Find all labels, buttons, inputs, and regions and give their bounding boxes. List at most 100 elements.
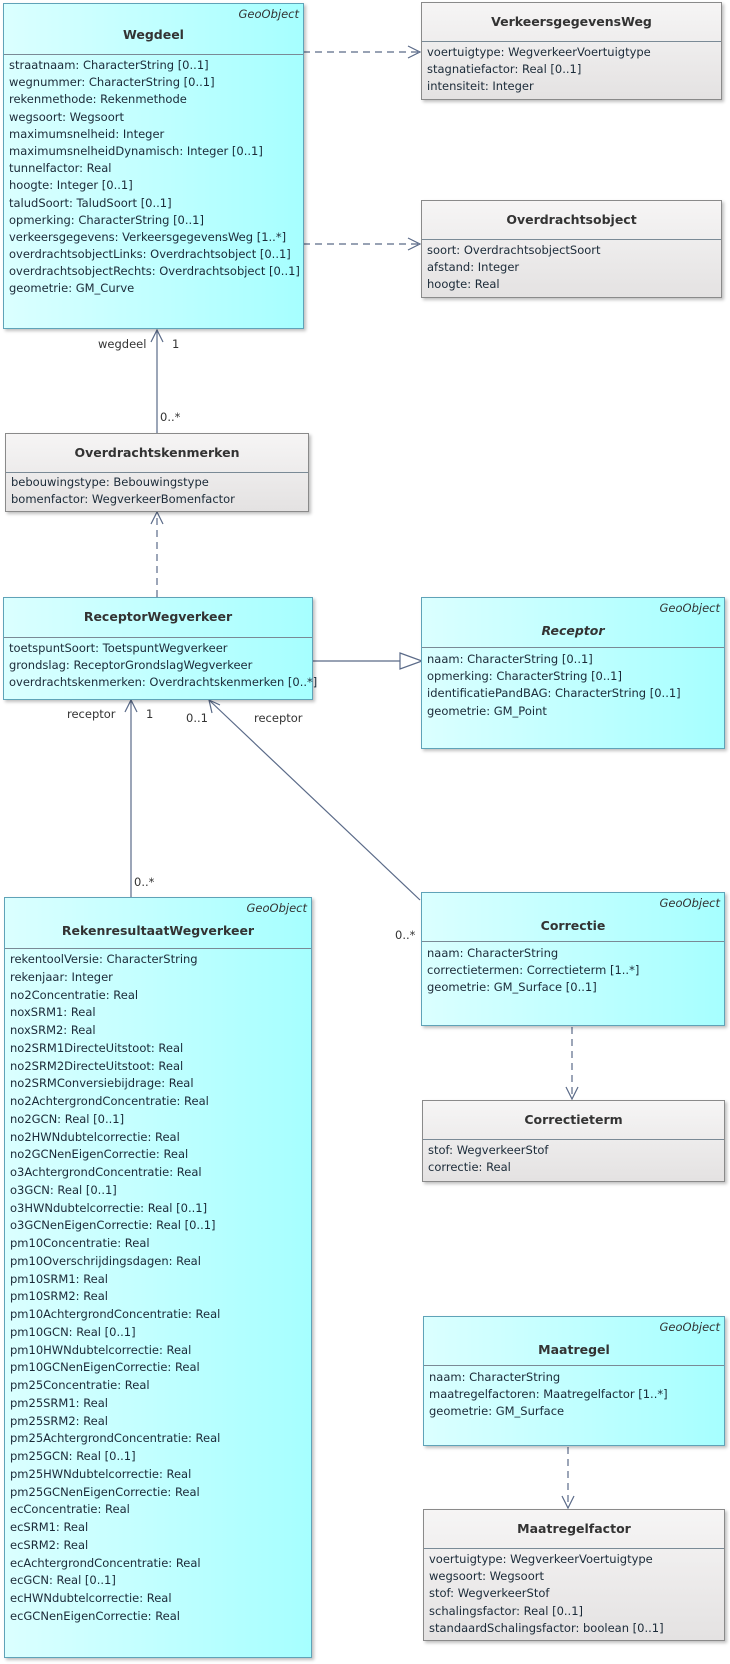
attribute: toetspuntSoort: ToetspuntWegverkeer xyxy=(9,641,228,655)
attribute: correctie: Real xyxy=(428,1160,511,1175)
attribute: rekenmethode: Rekenmethode xyxy=(9,92,187,107)
attribute: identificatiePandBAG: CharacterString [0… xyxy=(427,686,681,701)
class-correctieterm[interactable]: Correctieterm stof: WegverkeerStof corre… xyxy=(422,1100,725,1182)
attribute: noxSRM2: Real xyxy=(10,1023,96,1037)
class-maatregelfactor[interactable]: Maatregelfactor voertuigtype: Wegverkeer… xyxy=(423,1509,725,1641)
attribute-list: bebouwingstype: Bebouwingstype bomenfact… xyxy=(11,474,306,508)
stereotype-label: GeoObject xyxy=(246,901,307,915)
attribute-list: naam: CharacterString [0..1] opmerking: … xyxy=(427,651,722,720)
attribute: straatnaam: CharacterString [0..1] xyxy=(9,58,209,72)
arrowhead-verkeersgegevens xyxy=(407,45,422,59)
attribute: o3HWNdubtelcorrectie: Real [0..1] xyxy=(10,1200,208,1215)
attribute-list: voertuigtype: WegverkeerVoertuigtype weg… xyxy=(429,1551,722,1637)
attribute-list: straatnaam: CharacterString [0..1] wegnu… xyxy=(9,57,301,298)
class-name: Receptor xyxy=(541,623,605,638)
divider xyxy=(422,941,724,942)
attribute: geometrie: GM_Surface [0..1] xyxy=(427,980,597,995)
class-wegdeel[interactable]: GeoObject Wegdeel straatnaam: CharacterS… xyxy=(3,3,304,329)
attribute: voertuigtype: WegverkeerVoertuigtype xyxy=(429,1552,653,1566)
attribute: stof: WegverkeerStof xyxy=(428,1143,549,1157)
attribute: no2GCNenEigenCorrectie: Real xyxy=(10,1147,189,1162)
divider xyxy=(5,948,311,949)
attribute: geometrie: GM_Curve xyxy=(9,281,135,296)
class-name: Wegdeel xyxy=(123,27,184,42)
class-rekenresultaatwegverkeer[interactable]: GeoObject RekenresultaatWegverkeer reken… xyxy=(4,897,312,1658)
class-correctie[interactable]: GeoObject Correctie naam: CharacterStrin… xyxy=(421,892,725,1026)
attribute: no2Concentratie: Real xyxy=(10,987,139,1002)
stereotype-label: GeoObject xyxy=(238,7,299,21)
arrowhead-overdrachtsobject xyxy=(407,237,422,251)
class-name: Overdrachtskenmerken xyxy=(74,445,240,460)
attribute: maximumsnelheid: Integer xyxy=(9,126,165,141)
class-maatregel[interactable]: GeoObject Maatregel naam: CharacterStrin… xyxy=(423,1316,725,1446)
class-overdrachtsobject[interactable]: Overdrachtsobject soort: Overdrachtsobje… xyxy=(421,200,722,298)
attribute: hoogte: Real xyxy=(427,277,500,292)
generalization-triangle xyxy=(399,652,424,670)
attribute: grondslag: ReceptorGrondslagWegverkeer xyxy=(9,658,253,673)
attribute: tunnelfactor: Real xyxy=(9,161,112,176)
attribute-list: toetspuntSoort: ToetspuntWegverkeer gron… xyxy=(9,640,317,692)
attribute: pm10HWNdubtelcorrectie: Real xyxy=(10,1342,192,1357)
attribute: wegsoort: Wegsoort xyxy=(9,109,124,124)
class-receptor[interactable]: GeoObject Receptor naam: CharacterString… xyxy=(421,597,725,749)
attribute: pm25GCN: Real [0..1] xyxy=(10,1449,136,1463)
attribute: no2SRMConversiebijdrage: Real xyxy=(10,1076,194,1091)
attribute: schalingsfactor: Real [0..1] xyxy=(429,1603,584,1618)
multiplicity-rekenresultaat: 0..* xyxy=(134,875,155,889)
attribute-list: voertuigtype: WegverkeerVoertuigtype sta… xyxy=(427,44,719,96)
multiplicity-receptor-right: 0..1 xyxy=(186,711,208,725)
class-verkeersgegevensweg[interactable]: VerkeersgegevensWeg voertuigtype: Wegver… xyxy=(421,2,722,100)
divider xyxy=(423,1139,724,1140)
attribute: maatregelfactoren: Maatregelfactor [1..*… xyxy=(429,1387,668,1402)
attribute: maximumsnelheidDynamisch: Integer [0..1] xyxy=(9,143,263,158)
multiplicity-correctie: 0..* xyxy=(395,928,416,942)
divider xyxy=(424,1365,724,1366)
attribute: geometrie: GM_Surface xyxy=(429,1404,565,1419)
attribute: no2AchtergrondConcentratie: Real xyxy=(10,1094,209,1108)
arrowhead-correctieterm xyxy=(565,1086,579,1101)
attribute: geometrie: GM_Point xyxy=(427,703,547,718)
attribute: naam: CharacterString xyxy=(429,1370,561,1384)
divider xyxy=(4,54,303,55)
arrowhead-maatregelfactor xyxy=(561,1495,575,1510)
divider xyxy=(424,1548,724,1549)
stereotype-label: GeoObject xyxy=(659,601,720,615)
attribute: correctietermen: Correctieterm [1..*] xyxy=(427,963,640,978)
attribute: taludSoort: TaludSoort [0..1] xyxy=(9,195,172,210)
attribute: wegnummer: CharacterString [0..1] xyxy=(9,75,215,90)
multiplicity-wegdeel: 1 xyxy=(172,337,180,351)
attribute: noxSRM1: Real xyxy=(10,1005,96,1020)
attribute: pm25AchtergrondConcentratie: Real xyxy=(10,1431,221,1446)
attribute-list: naam: CharacterString maatregelfactoren:… xyxy=(429,1369,722,1421)
class-receptorwegverkeer[interactable]: ReceptorWegverkeer toetspuntSoort: Toets… xyxy=(3,597,317,700)
class-name: Correctieterm xyxy=(524,1112,623,1127)
attribute: overdrachtsobjectLinks: Overdrachtsobjec… xyxy=(9,247,291,262)
attribute: bomenfactor: WegverkeerBomenfactor xyxy=(11,492,235,507)
attribute: afstand: Integer xyxy=(427,260,520,275)
attribute: rekentoolVersie: CharacterString xyxy=(10,952,198,966)
attribute: pm10Overschrijdingsdagen: Real xyxy=(10,1253,201,1268)
class-name: Maatregelfactor xyxy=(517,1521,631,1536)
attribute: ecHWNdubtelcorrectie: Real xyxy=(10,1591,172,1605)
divider xyxy=(6,472,308,473)
arrowhead-wegdeel xyxy=(150,328,164,343)
attribute: opmerking: CharacterString [0..1] xyxy=(9,212,204,227)
attribute: ecAchtergrondConcentratie: Real xyxy=(10,1555,201,1570)
multiplicity-receptor-left: 1 xyxy=(146,707,154,721)
attribute: hoogte: Integer [0..1] xyxy=(9,178,133,193)
attribute: pm25HWNdubtelcorrectie: Real xyxy=(10,1466,192,1481)
attribute: no2GCN: Real [0..1] xyxy=(10,1111,125,1126)
attribute: o3GCNenEigenCorrectie: Real [0..1] xyxy=(10,1218,216,1233)
class-name: ReceptorWegverkeer xyxy=(83,609,233,624)
arrowhead-receptor-left xyxy=(124,698,138,713)
attribute: ecSRM2: Real xyxy=(10,1537,89,1552)
attribute: naam: CharacterString [0..1] xyxy=(427,652,593,666)
class-overdrachtskenmerken[interactable]: Overdrachtskenmerken bebouwingstype: Beb… xyxy=(5,433,309,512)
attribute: stof: WegverkeerStof xyxy=(429,1586,550,1601)
attribute: intensiteit: Integer xyxy=(427,79,534,94)
divider xyxy=(422,41,721,42)
class-name: Correctie xyxy=(540,918,606,933)
divider xyxy=(422,239,721,240)
attribute: ecSRM1: Real xyxy=(10,1520,89,1534)
